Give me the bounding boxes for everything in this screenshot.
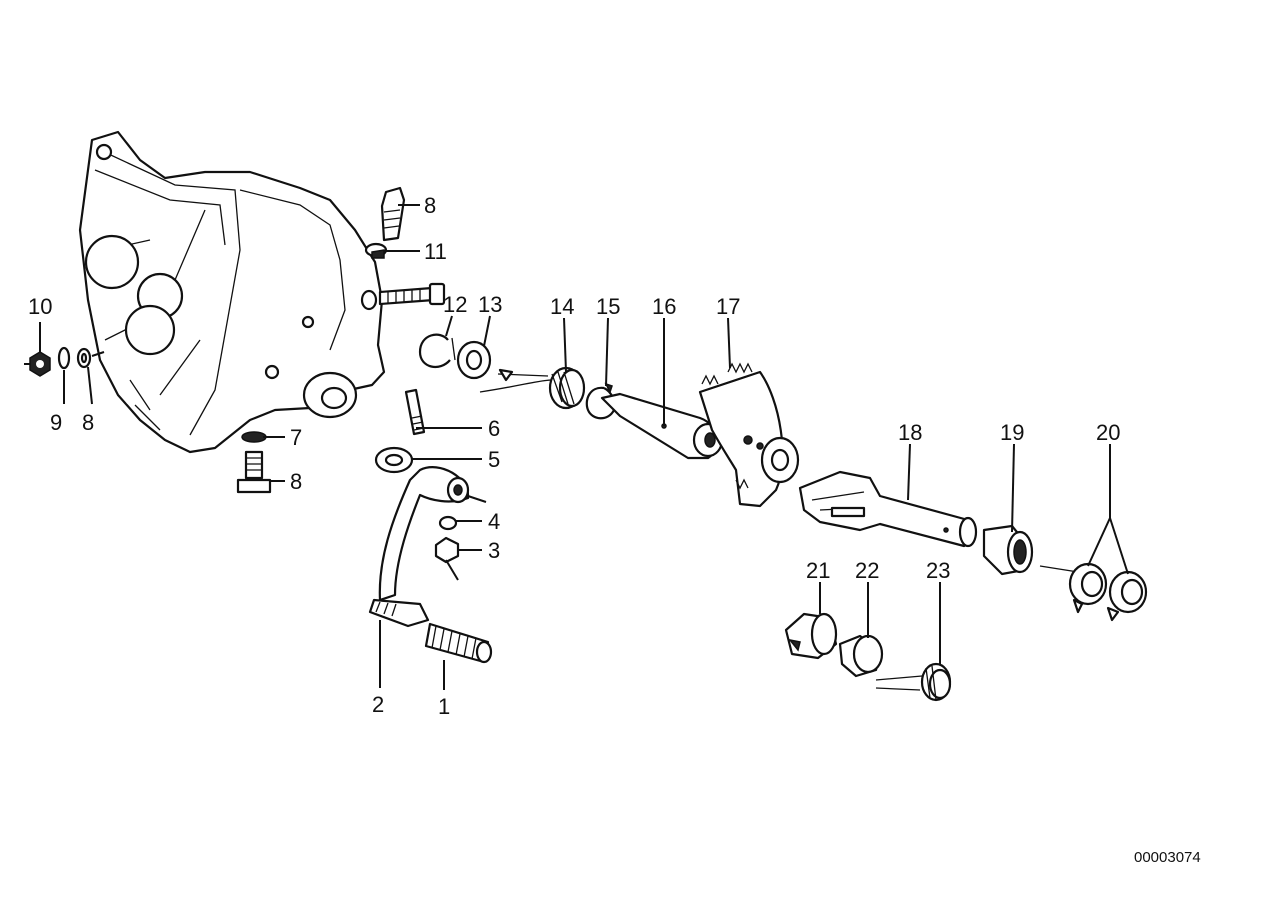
pin-part-6 — [404, 388, 426, 436]
diagram-reference-number: 00003074 — [1134, 849, 1201, 866]
callout-21: 20 — [1096, 420, 1120, 445]
callout-16: 15 — [596, 294, 620, 319]
callout-1: 1 — [438, 694, 450, 719]
callout-10: 9 — [50, 410, 62, 435]
lower-screw-part-8 — [236, 450, 272, 494]
callout-6: 6 — [488, 416, 500, 441]
callout-15: 14 — [550, 294, 574, 319]
circlip-part-13 — [418, 333, 456, 369]
callout-labels: 8 11 10 9 8 7 8 6 5 4 3 2 1 12 13 14 15 … — [28, 193, 1120, 719]
kickstart-shaft-part-19 — [798, 470, 978, 548]
callout-8-upper: 8 — [424, 193, 436, 218]
washer-part-5 — [374, 446, 414, 474]
thrust-washers-part-21 — [1039, 562, 1148, 622]
washer-part-10 — [57, 346, 71, 370]
spring-part-24 — [875, 662, 952, 702]
callout-19: 18 — [898, 420, 922, 445]
leader-lines — [39, 204, 1129, 690]
callout-3: 3 — [488, 538, 500, 563]
bushing-part-20 — [982, 524, 1034, 576]
gearbox-housing-cover — [78, 130, 386, 454]
rubber-pedal-part-1 — [424, 622, 493, 664]
nut-part-3 — [434, 536, 460, 581]
washer-part-9 — [76, 347, 105, 369]
callout-20: 19 — [1000, 420, 1024, 445]
callout-4: 4 — [488, 509, 500, 534]
ring-part-23 — [838, 634, 884, 678]
callout-9: 8 — [82, 410, 94, 435]
ratchet-segment-part-18 — [698, 362, 800, 508]
nut-part-11 — [24, 351, 51, 377]
split-bushing-part-22 — [784, 612, 838, 660]
callout-18: 17 — [716, 294, 740, 319]
callout-8-lower: 8 — [290, 469, 302, 494]
callout-17: 16 — [652, 294, 676, 319]
callout-5: 5 — [488, 447, 500, 472]
callout-12: 11 — [424, 239, 447, 264]
long-bolt — [360, 282, 446, 311]
washer-part-14 — [456, 340, 492, 380]
callout-11: 10 — [28, 294, 52, 319]
lever-part-17 — [600, 392, 724, 460]
callout-14: 13 — [478, 292, 502, 317]
upper-screw-part-8 — [380, 186, 406, 242]
kickstart-lever-part-2 — [368, 466, 487, 628]
washer-part-7 — [241, 431, 267, 443]
callout-24: 23 — [926, 558, 950, 583]
washer-part-4 — [438, 515, 458, 531]
spring-part-15 — [479, 366, 586, 410]
callout-23: 22 — [855, 558, 879, 583]
callout-7: 7 — [290, 425, 302, 450]
washer-part-12 — [364, 242, 388, 259]
callout-2: 2 — [372, 692, 384, 717]
callout-22: 21 — [806, 558, 830, 583]
callout-13: 12 — [443, 292, 467, 317]
